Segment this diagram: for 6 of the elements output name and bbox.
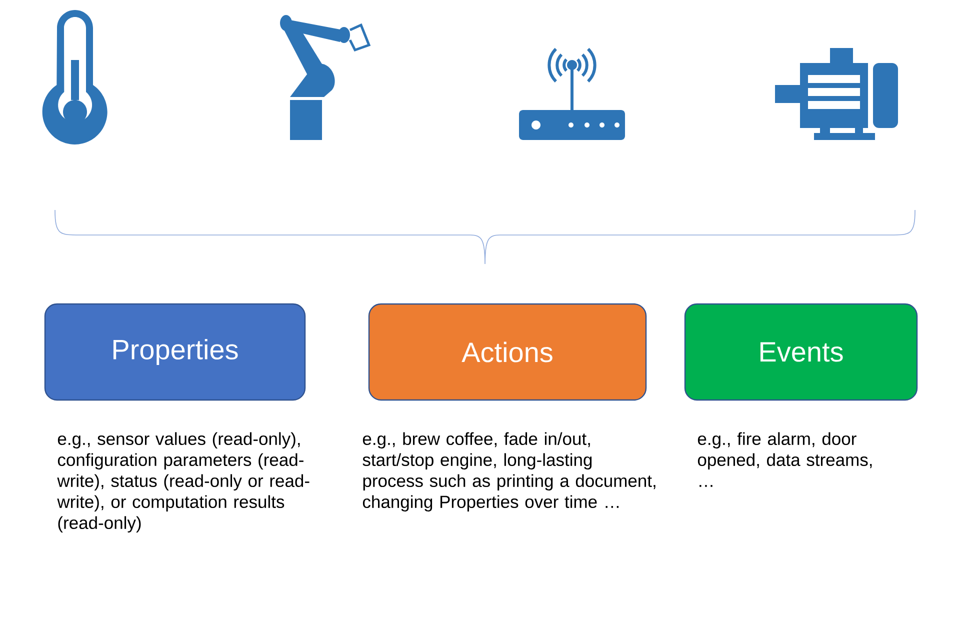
process-box: Events (684, 303, 918, 401)
description-text: e.g., brew coffee, fade in/out, start/stop engine, long-lasting process such as printing a document, changing Properties over time … (362, 432, 656, 512)
process-box: Actions (368, 303, 647, 401)
process-box: Properties (44, 303, 306, 401)
description-text: e.g., fire alarm, door opened, data streams, … (698, 432, 872, 487)
description-text: e.g., sensor values (read-only), configuration parameters (read-write), status (read-only or read-write), or computation results (read-only) (57, 432, 310, 533)
